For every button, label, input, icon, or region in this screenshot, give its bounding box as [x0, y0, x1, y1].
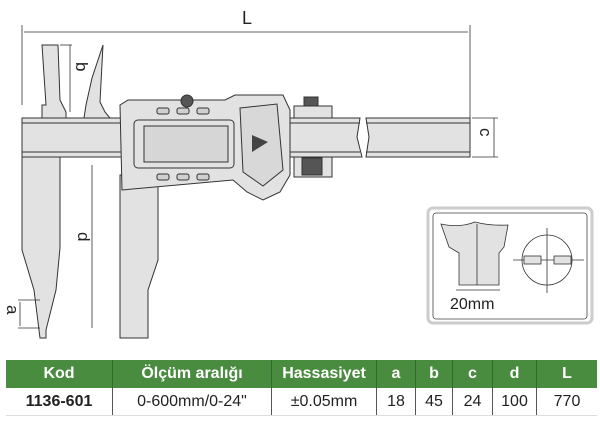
fixed-lower-jaw — [21, 156, 61, 339]
clamp-knob — [303, 96, 319, 107]
cell-range: 0-600mm/0-24" — [112, 388, 272, 416]
header-precision: Hassasiyet — [271, 360, 377, 388]
clamp-block — [293, 105, 333, 119]
cell-b: 45 — [415, 388, 453, 416]
header-b: b — [415, 360, 453, 388]
dimension-a-label: a — [3, 305, 22, 315]
spec-table: Kod Ölçüm aralığı Hassasiyet a b c d L 1… — [6, 360, 597, 416]
caliper-drawing: L b d a c 20mm — [3, 8, 594, 339]
header-d: d — [492, 360, 537, 388]
header-a: a — [376, 360, 416, 388]
dimension-c-label: c — [476, 128, 495, 137]
lcd-screen — [143, 125, 229, 163]
fine-adjust-wheel — [301, 157, 323, 176]
logo-icon — [252, 135, 268, 152]
fixed-upper-jaw — [41, 44, 67, 119]
upper-knob — [180, 94, 194, 108]
cell-d: 100 — [492, 388, 537, 416]
dimension-b-label: b — [72, 62, 91, 71]
header-range: Ölçüm aralığı — [112, 360, 272, 388]
table-header-row: Kod Ölçüm aralığı Hassasiyet a b c d L — [6, 360, 597, 388]
cell-a: 18 — [376, 388, 416, 416]
cell-L: 770 — [536, 388, 597, 416]
dimension-d-label: d — [74, 232, 93, 241]
inset-width-label: 20mm — [450, 296, 494, 313]
inset-detail: 20mm — [426, 206, 594, 325]
cell-kod: 1136-601 — [6, 388, 113, 416]
header-c: c — [452, 360, 493, 388]
cell-c: 24 — [452, 388, 493, 416]
main-beam-end — [365, 117, 471, 158]
slider-upper-jaw — [83, 44, 112, 119]
header-kod: Kod — [6, 360, 113, 388]
table-row: 1136-601 0-600mm/0-24" ±0.05mm 18 45 24 … — [6, 388, 597, 416]
slider-lower-jaw — [119, 174, 159, 339]
buttons — [156, 107, 210, 181]
cell-precision: ±0.05mm — [271, 388, 377, 416]
dimension-L-label: L — [242, 8, 252, 28]
header-L: L — [536, 360, 597, 388]
